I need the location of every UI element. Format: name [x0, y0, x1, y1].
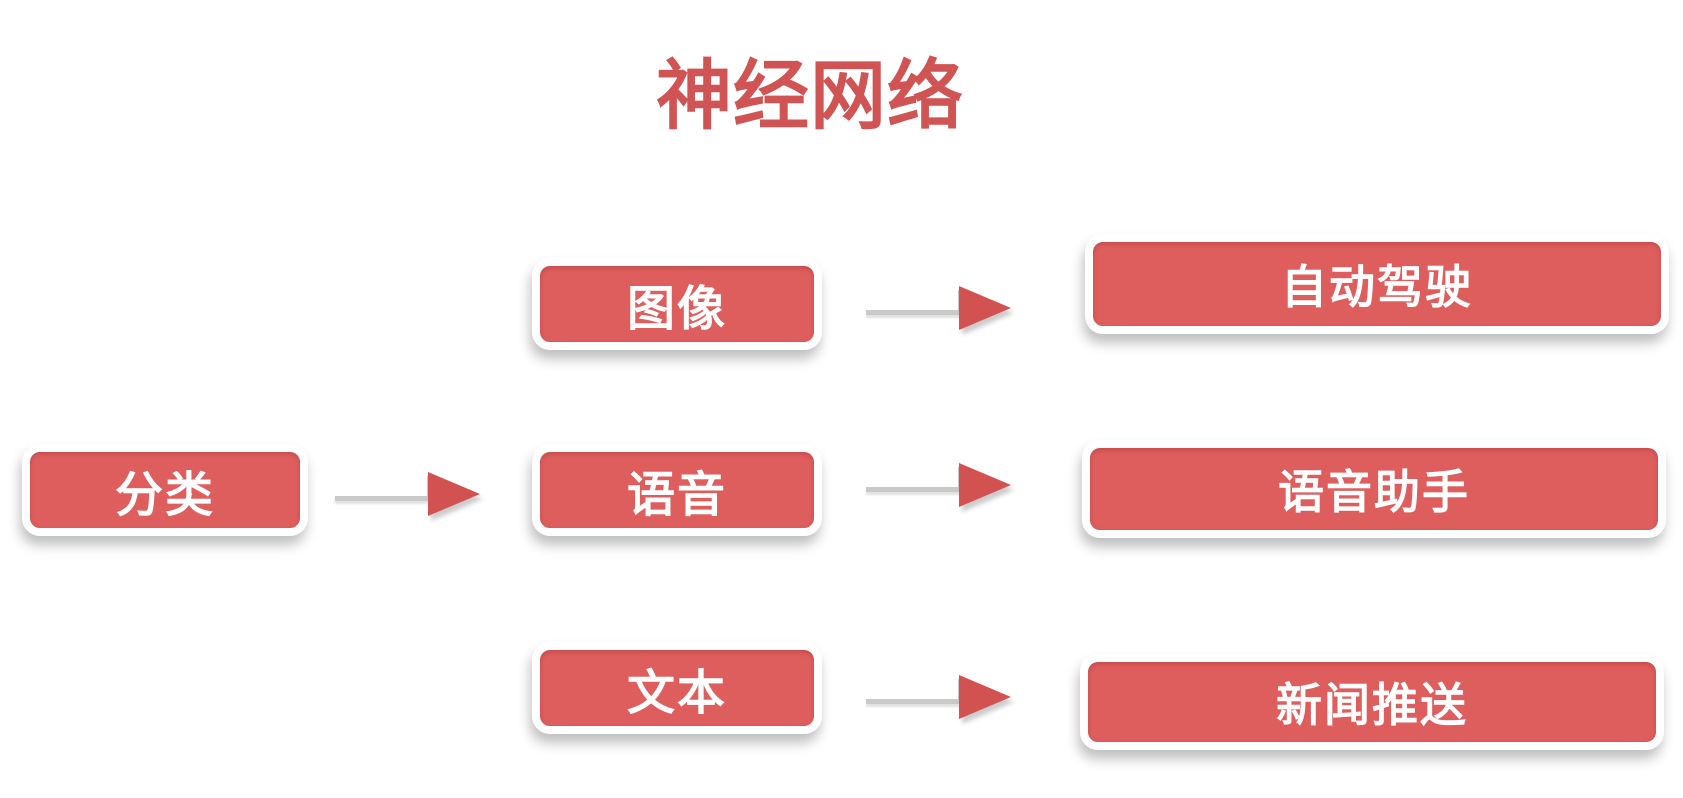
arrow-image-to-autonomous-driving [866, 282, 1016, 342]
arrow-classification-to-speech [335, 468, 485, 528]
node-image: 图像 [532, 258, 822, 350]
arrow-line [866, 699, 962, 704]
node-voice-assistant: 语音助手 [1082, 440, 1666, 538]
node-image-label: 图像 [626, 283, 727, 336]
arrow-head-icon [959, 286, 1011, 330]
arrow-line [866, 310, 962, 315]
arrow-head-icon [959, 463, 1011, 507]
arrow-line [335, 496, 431, 501]
node-autonomous-driving: 自动驾驶 [1085, 234, 1669, 334]
node-news-push-label: 新闻推送 [1276, 679, 1468, 731]
node-autonomous-driving-label: 自动驾驶 [1281, 261, 1473, 313]
node-voice-assistant-label: 语音助手 [1278, 466, 1470, 518]
node-classification-label: 分类 [114, 469, 215, 522]
node-speech: 语音 [532, 444, 822, 536]
node-speech-label: 语音 [626, 469, 727, 522]
diagram-title: 神经网络 [656, 54, 964, 139]
node-classification: 分类 [22, 444, 308, 536]
arrow-line [866, 487, 962, 492]
node-news-push: 新闻推送 [1080, 654, 1664, 750]
node-text-label: 文本 [626, 667, 727, 720]
arrow-head-icon [428, 472, 480, 516]
arrow-speech-to-voice-assistant [866, 459, 1016, 519]
arrow-text-to-news-push [866, 671, 1016, 731]
node-text: 文本 [532, 642, 822, 734]
arrow-head-icon [959, 675, 1011, 719]
